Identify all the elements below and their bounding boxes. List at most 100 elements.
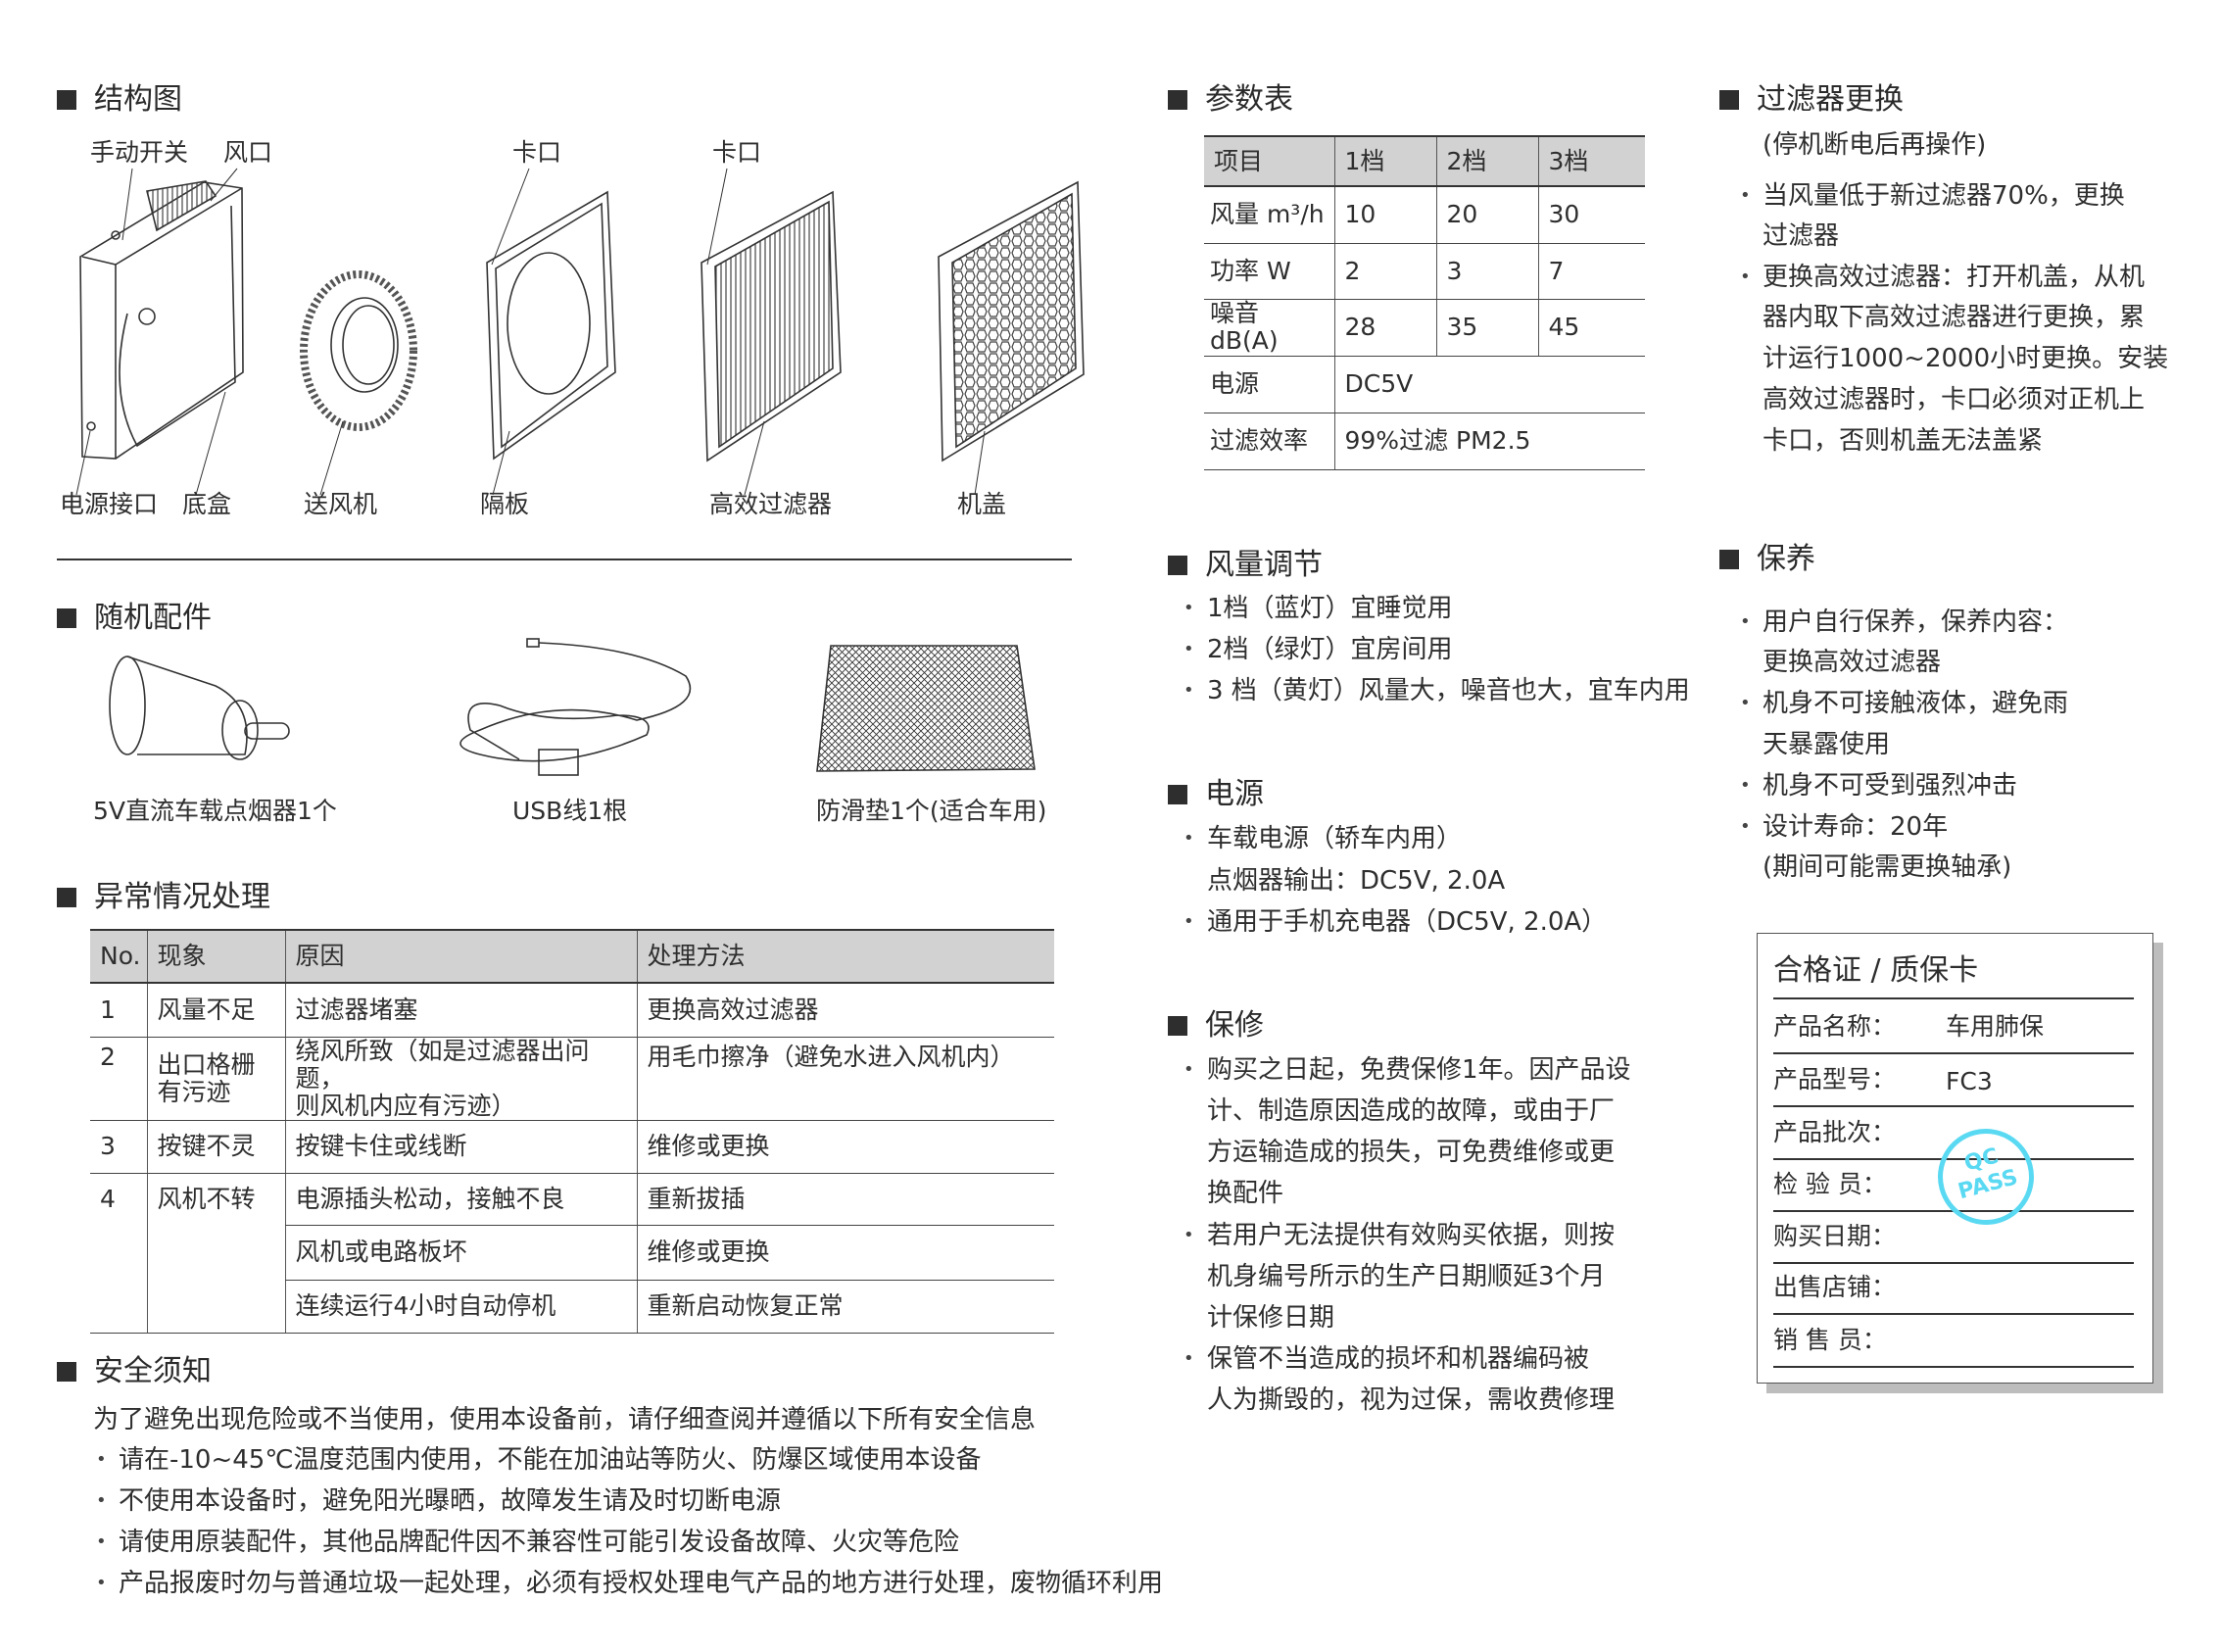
heading-square-icon xyxy=(57,608,76,628)
cell-symptom: 风量不足 xyxy=(146,983,285,1038)
field-store[interactable]: 出售店铺： xyxy=(1773,1261,2134,1315)
field-label: 产品型号： xyxy=(1773,1065,1897,1093)
bullet-icon: • xyxy=(96,1573,107,1593)
section-heading-troubleshooting: 异常情况处理 xyxy=(57,880,270,915)
cell-symptom: 风机不转 xyxy=(146,1173,285,1334)
table-header-row: No. 现象 原因 处理方法 xyxy=(90,929,1054,984)
cell-cause: 电源插头松动，接触不良 xyxy=(284,1173,637,1226)
section-divider xyxy=(57,559,1072,560)
header-item: 项目 xyxy=(1204,135,1334,187)
heading-text: 随机配件 xyxy=(94,601,212,635)
airflow-item: 2档（绿灯）宜房间用 xyxy=(1207,635,1453,664)
section-heading-accessories: 随机配件 xyxy=(57,601,212,636)
cell-fix: 更换高效过滤器 xyxy=(636,983,1054,1038)
car-charger-icon xyxy=(109,656,290,760)
table-row: 4 风机不转 电源插头松动，接触不良 重新拔插 xyxy=(90,1173,1054,1334)
cell-no: 2 xyxy=(90,1037,147,1121)
header-level-3: 3档 xyxy=(1537,135,1645,187)
label-clip-partition: 卡口 xyxy=(512,138,562,167)
field-batch[interactable]: 产品批次： xyxy=(1773,1106,2134,1160)
cell-param: 噪音 dB(A) xyxy=(1204,299,1334,357)
warranty-line: 换配件 xyxy=(1207,1179,1284,1208)
cell-value: 3 xyxy=(1435,243,1538,300)
cell-value: 99%过滤 PM2.5 xyxy=(1333,413,1645,470)
cell-fix: 维修或更换 xyxy=(636,1225,1054,1281)
field-product-model: 产品型号：FC3 xyxy=(1773,1053,2134,1107)
accessory-label-usb-cable: USB线1根 xyxy=(512,797,628,825)
cell-value: 10 xyxy=(1333,186,1436,244)
filter-line: 器内取下高效过滤器进行更换，累 xyxy=(1763,303,2146,332)
cell-fix: 维修或更换 xyxy=(636,1120,1054,1174)
heading-square-icon xyxy=(1168,556,1187,575)
cell-value: 45 xyxy=(1537,299,1645,357)
maintenance-line: 更换高效过滤器 xyxy=(1763,648,1942,677)
table-row: 噪音 dB(A) 28 35 45 xyxy=(1204,299,1645,357)
cell-value: DC5V xyxy=(1333,356,1645,413)
cover-drawing xyxy=(938,180,1085,462)
cell-no: 4 xyxy=(90,1173,147,1334)
anti-slip-mat-icon xyxy=(816,645,1036,772)
accessory-label-car-charger: 5V直流车载点烟器1个 xyxy=(93,797,337,825)
filter-line: 计运行1000~2000小时更换。安装 xyxy=(1763,344,2169,373)
table-row: 功率 W 2 3 7 xyxy=(1204,243,1645,300)
cell-value: 2 xyxy=(1333,243,1436,300)
heading-square-icon xyxy=(1719,550,1739,569)
airflow-item: 1档（蓝灯）宜睡觉用 xyxy=(1207,594,1453,623)
safety-item: 请在-10~45℃温度范围内使用，不能在加油站等防火、防爆区域使用本设备 xyxy=(119,1445,982,1475)
usb-cable-icon xyxy=(459,638,692,776)
heading-square-icon xyxy=(1168,90,1187,110)
header-cause: 原因 xyxy=(284,929,637,984)
heading-text: 电源 xyxy=(1205,777,1264,811)
params-table: 项目 1档 2档 3档 风量 m³/h 10 20 30 功率 W 2 3 7 … xyxy=(1204,135,1645,470)
leader-lines xyxy=(75,168,986,496)
table-row: 连续运行4小时自动停机 重新启动恢复正常 xyxy=(90,1280,1054,1334)
field-label: 出售店铺： xyxy=(1773,1273,1897,1301)
warranty-line: 若用户无法提供有效购买依据，则按 xyxy=(1207,1221,1616,1250)
cell-symptom: 按键不灵 xyxy=(146,1120,285,1174)
cell-symptom: 出口格栅 有污迹 xyxy=(146,1037,285,1121)
warranty-line: 方运输造成的损失，可免费维修或更 xyxy=(1207,1138,1616,1167)
bullet-icon: • xyxy=(1183,1059,1194,1080)
bullet-icon: • xyxy=(1183,828,1194,849)
filter-line: 过滤器 xyxy=(1763,221,1840,251)
certificate-warranty-card: 合格证 / 质保卡 产品名称：车用肺保 产品型号：FC3 产品批次： 检 验 员… xyxy=(1757,933,2153,1384)
table-header-row: 项目 1档 2档 3档 xyxy=(1204,135,1645,187)
safety-item: 请使用原装配件，其他品牌配件因不兼容性可能引发设备故障、火灾等危险 xyxy=(119,1528,960,1557)
table-row: 过滤效率 99%过滤 PM2.5 xyxy=(1204,413,1645,470)
section-heading-power: 电源 xyxy=(1168,777,1264,812)
warranty-line: 计、制造原因造成的故障，或由于厂 xyxy=(1207,1096,1616,1126)
filter-line: 当风量低于新过滤器70%，更换 xyxy=(1763,181,2125,211)
exploded-structure-diagram xyxy=(75,168,1085,496)
bullet-icon: • xyxy=(96,1490,107,1511)
power-item: 点烟器输出：DC5V, 2.0A xyxy=(1207,866,1506,896)
label-blower: 送风机 xyxy=(304,490,378,518)
section-heading-structure: 结构图 xyxy=(57,82,182,118)
label-manual-switch: 手动开关 xyxy=(90,138,189,167)
table-row: 风量 m³/h 10 20 30 xyxy=(1204,186,1645,244)
section-heading-params: 参数表 xyxy=(1168,82,1293,118)
heading-text: 结构图 xyxy=(94,82,182,117)
table-row: 1 风量不足 过滤器堵塞 更换高效过滤器 xyxy=(90,983,1054,1038)
warranty-line: 保管不当造成的损坏和机器编码被 xyxy=(1207,1344,1590,1374)
filter-line: 高效过滤器时，卡口必须对正机上 xyxy=(1763,385,2146,414)
certificate-title: 合格证 / 质保卡 xyxy=(1773,953,1979,988)
field-label: 产品批次： xyxy=(1773,1118,1897,1146)
field-inspector[interactable]: 检 验 员： xyxy=(1773,1158,2134,1212)
field-purchase-date[interactable]: 购买日期： xyxy=(1773,1210,2134,1264)
bullet-icon: • xyxy=(96,1531,107,1552)
field-salesperson[interactable]: 销 售 员： xyxy=(1773,1314,2134,1368)
bullet-icon: • xyxy=(1740,185,1751,206)
label-clip-filter: 卡口 xyxy=(712,138,762,167)
warranty-line: 计保修日期 xyxy=(1207,1303,1335,1333)
maintenance-line: 机身不可接触液体，避免雨 xyxy=(1763,689,2069,718)
cell-value: 7 xyxy=(1537,243,1645,300)
cell-value: 20 xyxy=(1435,186,1538,244)
bullet-icon: • xyxy=(96,1449,107,1470)
cell-cause: 按键卡住或线断 xyxy=(284,1120,637,1174)
filter-replace-subtitle: (停机断电后再操作) xyxy=(1763,130,1987,160)
field-label: 购买日期： xyxy=(1773,1222,1897,1250)
heading-square-icon xyxy=(57,90,76,110)
maintenance-line: 设计寿命：20年 xyxy=(1763,812,1949,842)
bullet-icon: • xyxy=(1740,775,1751,796)
cell-value: 30 xyxy=(1537,186,1645,244)
